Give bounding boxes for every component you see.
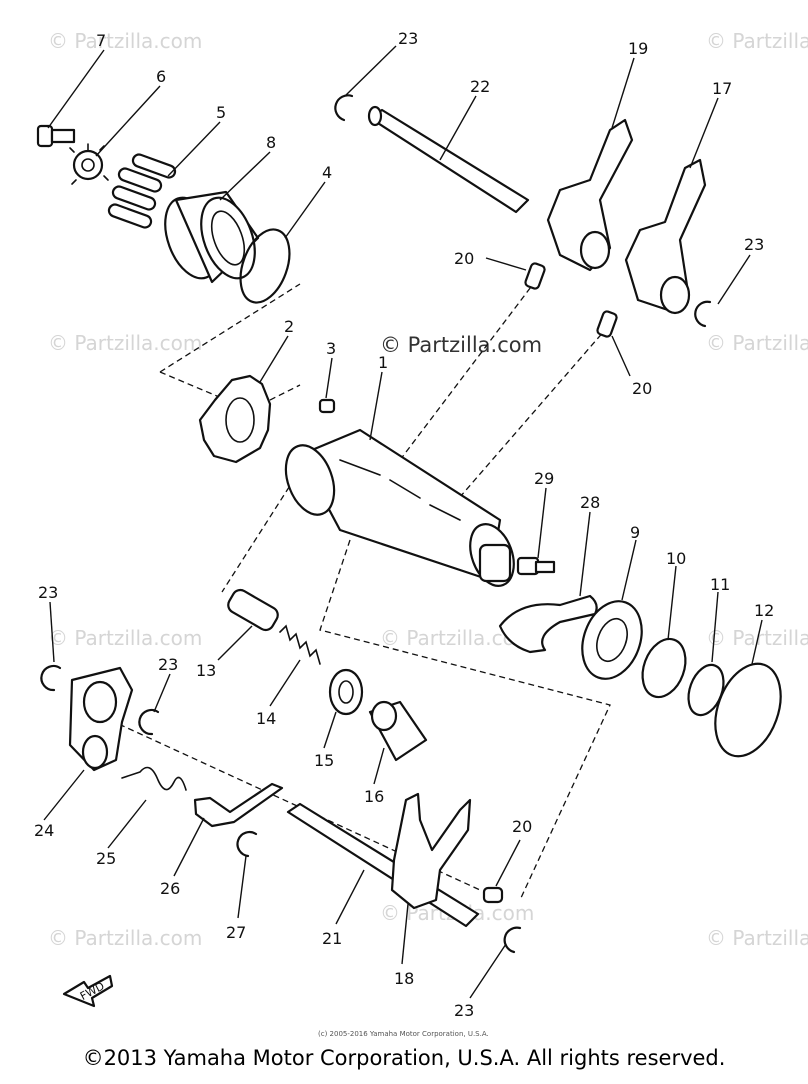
center-watermark: © Partzilla.com [380, 333, 542, 357]
watermark-text: © Partzilla.com [48, 926, 202, 950]
watermark-text: © Partzilla.com [48, 331, 202, 355]
cap-part [714, 662, 782, 758]
callout-11: 11 [710, 575, 730, 594]
clip-27-part [236, 831, 258, 858]
callout-12: 12 [754, 601, 774, 620]
spring-part [279, 624, 321, 665]
callout-23: 23 [454, 1001, 474, 1020]
callout-7: 7 [96, 31, 106, 50]
callout-20: 20 [454, 249, 474, 268]
clip-parts [40, 94, 712, 954]
alignment-lines [109, 274, 611, 901]
bolt-part [36, 124, 76, 148]
shift-fork-18-part [390, 792, 472, 910]
shift-pawl-part [193, 782, 284, 828]
callout-27: 27 [226, 923, 246, 942]
callout-14: 14 [256, 709, 276, 728]
callout-28: 28 [580, 493, 600, 512]
torsion-spring-part [121, 766, 187, 791]
segment-plate-part [198, 374, 272, 464]
callout-numbers: 7 6 5 8 4 2 3 1 23 22 19 17 23 20 20 29 … [34, 29, 774, 1020]
callout-2: 2 [284, 317, 294, 336]
callout-10: 10 [666, 549, 686, 568]
star-plate-part [69, 143, 109, 185]
callout-6: 6 [156, 67, 166, 86]
callout-20: 20 [512, 817, 532, 836]
watermark-text: © Partzilla.com [48, 626, 202, 650]
footer-copyright: ©2013 Yamaha Motor Corporation, U.S.A. A… [82, 1046, 726, 1070]
callout-9: 9 [630, 523, 640, 542]
callout-21: 21 [322, 929, 342, 948]
shift-arm-part [68, 666, 134, 772]
guide-pin-parts [482, 262, 618, 904]
small-copyright: (c) 2005-2016 Yamaha Motor Corporation, … [318, 1030, 489, 1038]
callout-1: 1 [378, 353, 388, 372]
callout-22: 22 [470, 77, 490, 96]
plunger-part [227, 588, 279, 632]
dowel-pin-part [318, 398, 336, 414]
leader-lines [43, 45, 763, 999]
callout-4: 4 [322, 163, 332, 182]
callout-29: 29 [534, 469, 554, 488]
needle-bearing-part [164, 190, 260, 284]
callout-13: 13 [196, 661, 216, 680]
watermark-text: © Partzilla.com [48, 29, 202, 53]
fork-shaft-upper-part [367, 105, 530, 214]
watermark-text: © Partzilla.com [706, 926, 808, 950]
fwd-arrow-icon: FWD [62, 974, 114, 1008]
watermark-text: © Partzilla.com [706, 626, 808, 650]
callout-23: 23 [744, 235, 764, 254]
callout-15: 15 [314, 751, 334, 770]
washer-part [641, 637, 687, 699]
shift-fork-19-part [546, 118, 634, 272]
pins-part [107, 153, 177, 229]
threaded-plug-part [368, 700, 428, 762]
callout-24: 24 [34, 821, 54, 840]
shift-drum-part [284, 428, 515, 587]
watermark-text: © Partzilla.com [706, 29, 808, 53]
washer-15-part [328, 668, 364, 716]
bearing-part [581, 600, 643, 680]
circlip-part [239, 228, 291, 304]
callout-8: 8 [266, 133, 276, 152]
callout-25: 25 [96, 849, 116, 868]
callout-5: 5 [216, 103, 226, 122]
callout-20: 20 [632, 379, 652, 398]
shift-fork-17-part [624, 158, 707, 315]
callout-23: 23 [38, 583, 58, 602]
callout-23: 23 [398, 29, 418, 48]
callout-3: 3 [326, 339, 336, 358]
callout-16: 16 [364, 787, 384, 806]
callout-19: 19 [628, 39, 648, 58]
screw-part [516, 556, 556, 576]
callout-26: 26 [160, 879, 180, 898]
watermark-text: © Partzilla.com [706, 331, 808, 355]
callout-18: 18 [394, 969, 414, 988]
callout-17: 17 [712, 79, 732, 98]
callout-23: 23 [158, 655, 178, 674]
